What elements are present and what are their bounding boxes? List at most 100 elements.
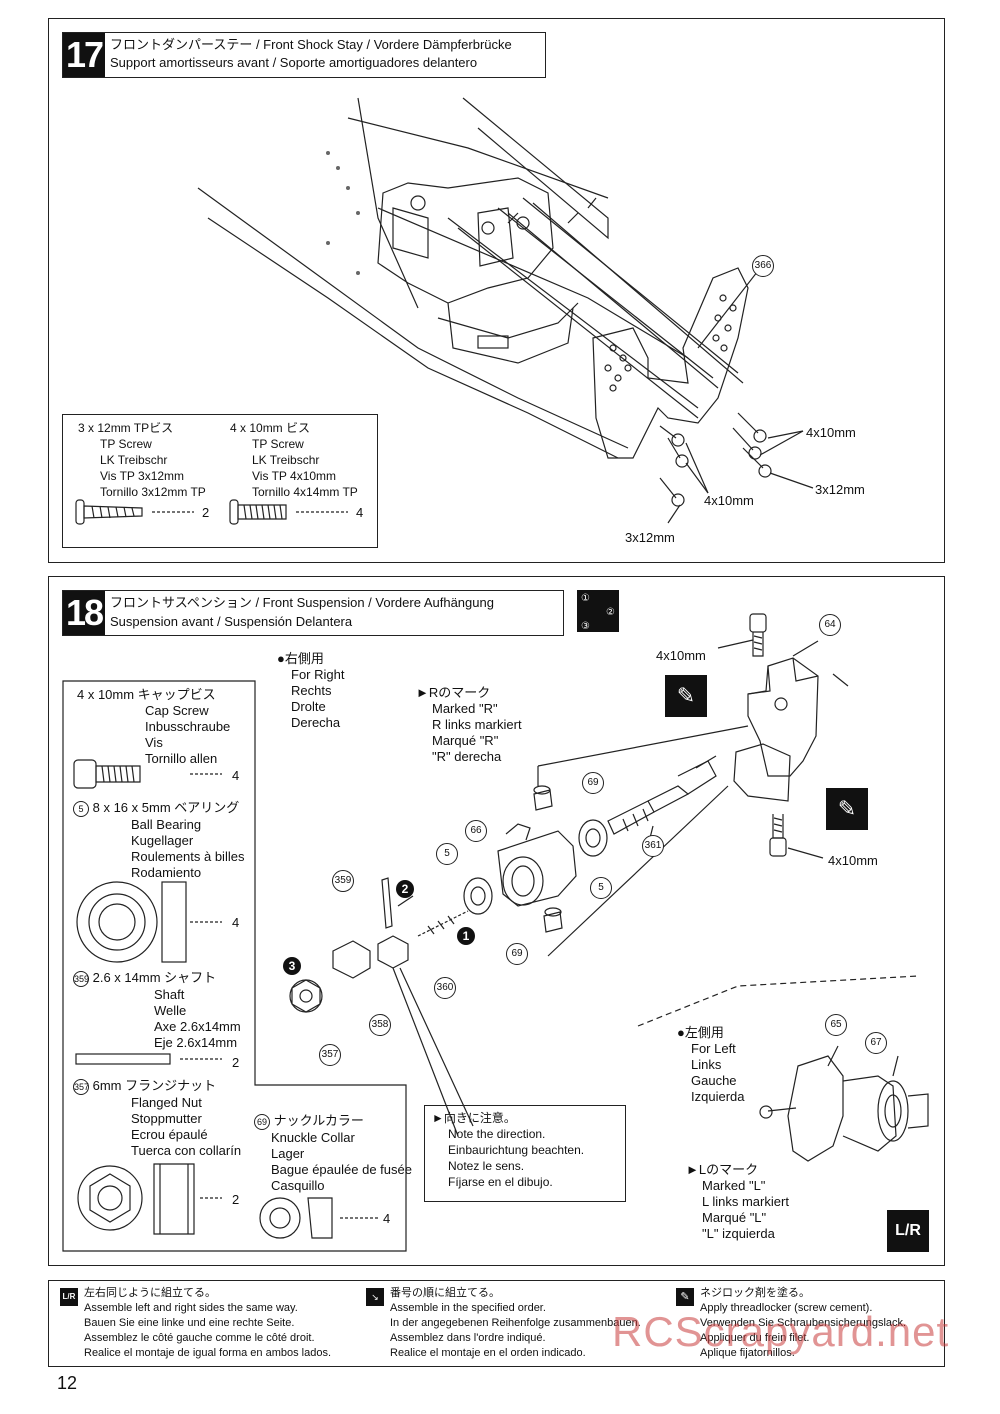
callout-357: 357 (319, 1044, 341, 1066)
step17-number: 17 (63, 33, 105, 77)
sequence-1: 1 (457, 927, 475, 945)
watermark: RCScrapyard.net (612, 1308, 950, 1355)
r-mark-text: Marked "R" (432, 701, 498, 716)
step18-parts-box-outline (62, 680, 407, 1252)
order-step-2: ② (606, 607, 615, 618)
legend-lr-icon: L/R (60, 1288, 78, 1306)
l-mark-note: ►Lのマーク Marked "L" L links markiert Marqu… (686, 1162, 789, 1242)
callout-361: 361 (642, 835, 664, 857)
step18-number: 18 (63, 591, 105, 635)
step17-title-box (62, 32, 546, 78)
part-size: 2.6 x 14mm シャフト (92, 970, 217, 985)
r-mark-text: "R" derecha (432, 749, 502, 764)
right-side-text: Rechts (291, 683, 332, 698)
part-name: Ball Bearing (131, 816, 202, 832)
part-id-5: 5 (73, 800, 89, 817)
step18-part-flanged-nut: 357 6mm フランジナット Flanged Nut Stoppmutter … (73, 1078, 241, 1159)
legend-order-icon: ↘ (366, 1288, 384, 1306)
part-name: Bague épaulée de fusée (271, 1161, 412, 1177)
legend-order-text: Realice el montaje en el orden indicado. (390, 1347, 586, 1359)
left-side-text: For Left (691, 1041, 736, 1056)
legend-threadlock-text: Apply threadlocker (screw cement). (700, 1302, 873, 1314)
step18-parts-icons (73, 759, 380, 1239)
sequence-2: 2 (396, 880, 414, 898)
legend-lr: 左右同じように組立てる。 Assemble left and right sid… (84, 1286, 331, 1361)
step18-qty-cap-screw: 4 (232, 768, 240, 783)
step18-qty-flanged-nut: 2 (232, 1192, 240, 1207)
step17-label-4x10-right: 4x10mm (806, 425, 856, 440)
part-name: LK Treibschr (252, 453, 320, 467)
part-size: 6mm フランジナット (92, 1078, 217, 1093)
l-mark-text: Marked "L" (702, 1178, 766, 1193)
step17-label-3x12-bottom: 3x12mm (625, 530, 675, 545)
legend-panel (48, 1280, 945, 1367)
legend-threadlock-text: ネジロック剤を塗る。 (700, 1287, 810, 1299)
step17-parts-box (62, 414, 378, 548)
part-name: Vis TP 3x12mm (100, 469, 185, 483)
sequence-3: 3 (283, 957, 301, 975)
step18-title-line2: Suspension avant / Suspensión Delantera (110, 614, 353, 629)
step18-qty-knuckle-collar: 4 (383, 1211, 391, 1226)
direction-note-box (424, 1105, 626, 1202)
callout-67: 67 (865, 1032, 887, 1054)
part-name: Flanged Nut (131, 1094, 202, 1110)
callout-360: 360 (434, 977, 456, 999)
step18-title-line1: フロントサスペンション / Front Suspension / Vordere… (110, 595, 494, 610)
l-mark-text: L links markiert (702, 1194, 789, 1209)
part-name: Welle (154, 1002, 187, 1018)
r-mark-heading: ►Rのマーク (416, 685, 491, 700)
part-name: Inbusschraube (145, 719, 231, 734)
right-side-label: ●右側用 For Right Rechts Drolte Derecha (277, 651, 344, 731)
part-size: 8 x 16 x 5mm ベアリング (92, 800, 240, 815)
part-name: Stoppmutter (131, 1110, 202, 1126)
callout-5-right: 5 (590, 877, 612, 899)
part-name: Knuckle Collar (271, 1129, 355, 1145)
callout-65: 65 (825, 1014, 847, 1036)
left-side-heading: ●左側用 (677, 1025, 724, 1040)
step18-title-box (62, 590, 564, 636)
legend-lr-text: Assemble left and right sides the same w… (84, 1302, 298, 1314)
legend-threadlock-icon: ✎ (676, 1288, 694, 1306)
part-id-357: 357 (73, 1078, 89, 1095)
legend-threadlock-text: Verwenden Sie Schraubensicherungslack. (700, 1317, 907, 1329)
legend-order-text: Assemble in the specified order. (390, 1302, 546, 1314)
step18-illustration (289, 613, 929, 1162)
step18-label-4x10-bottom: 4x10mm (828, 853, 878, 868)
part-id-69: 69 (254, 1113, 270, 1130)
page-number: 12 (57, 1373, 78, 1393)
step18-part-knuckle-collar: 69 ナックルカラー Knuckle Collar Lager Bague ép… (254, 1113, 412, 1194)
step17-screw-icons (75, 499, 348, 525)
callout-69-top: 69 (582, 772, 604, 794)
legend-order-text: Assemblez dans l'ordre indiqué. (390, 1332, 546, 1344)
order-step-1: ① (581, 593, 590, 604)
part-size: 4 x 10mm キャップビス (77, 687, 216, 702)
part-name: Shaft (154, 986, 185, 1002)
part-name: Axe 2.6x14mm (154, 1018, 241, 1034)
part-name: Kugellager (131, 832, 194, 848)
step17-callout-366: 366 (752, 255, 774, 277)
part-name: Vis (145, 735, 163, 750)
step18-part-shaft: 359 2.6 x 14mm シャフト Shaft Welle Axe 2.6x… (73, 970, 241, 1051)
step17-title-line1: フロントダンパーステー / Front Shock Stay / Vordere… (110, 37, 512, 52)
part-name: TP Screw (100, 437, 152, 451)
threadlock-icon-top: ✎ (665, 675, 707, 717)
legend-threadlock: ネジロック剤を塗る。 Apply threadlocker (screw cem… (700, 1286, 906, 1361)
legend-order-text: In der angegebenen Reihenfolge zusammenb… (390, 1317, 641, 1329)
right-side-text: Derecha (291, 715, 341, 730)
direction-note-text: Notez le sens. (448, 1159, 525, 1173)
callout-64: 64 (819, 614, 841, 636)
callout-69-bottom: 69 (506, 943, 528, 965)
callout-5-left: 5 (436, 843, 458, 865)
part-name: Cap Screw (145, 703, 209, 718)
part-name: Eje 2.6x14mm (154, 1034, 238, 1050)
part-name: Vis TP 4x10mm (252, 469, 337, 483)
callout-359: 359 (332, 870, 354, 892)
part-name: Tornillo allen (145, 751, 218, 766)
threadlock-icon-bottom: ✎ (826, 788, 868, 830)
direction-note-text: Fíjarse en el dibujo. (448, 1175, 553, 1189)
part-name: Rodamiento (131, 864, 202, 880)
r-mark-note: ►Rのマーク Marked "R" R links markiert Marqu… (416, 685, 522, 765)
part-name: Lager (271, 1145, 305, 1161)
left-side-label: ●左側用 For Left Links Gauche Izquierda (677, 1025, 744, 1105)
part-name: TP Screw (252, 437, 304, 451)
